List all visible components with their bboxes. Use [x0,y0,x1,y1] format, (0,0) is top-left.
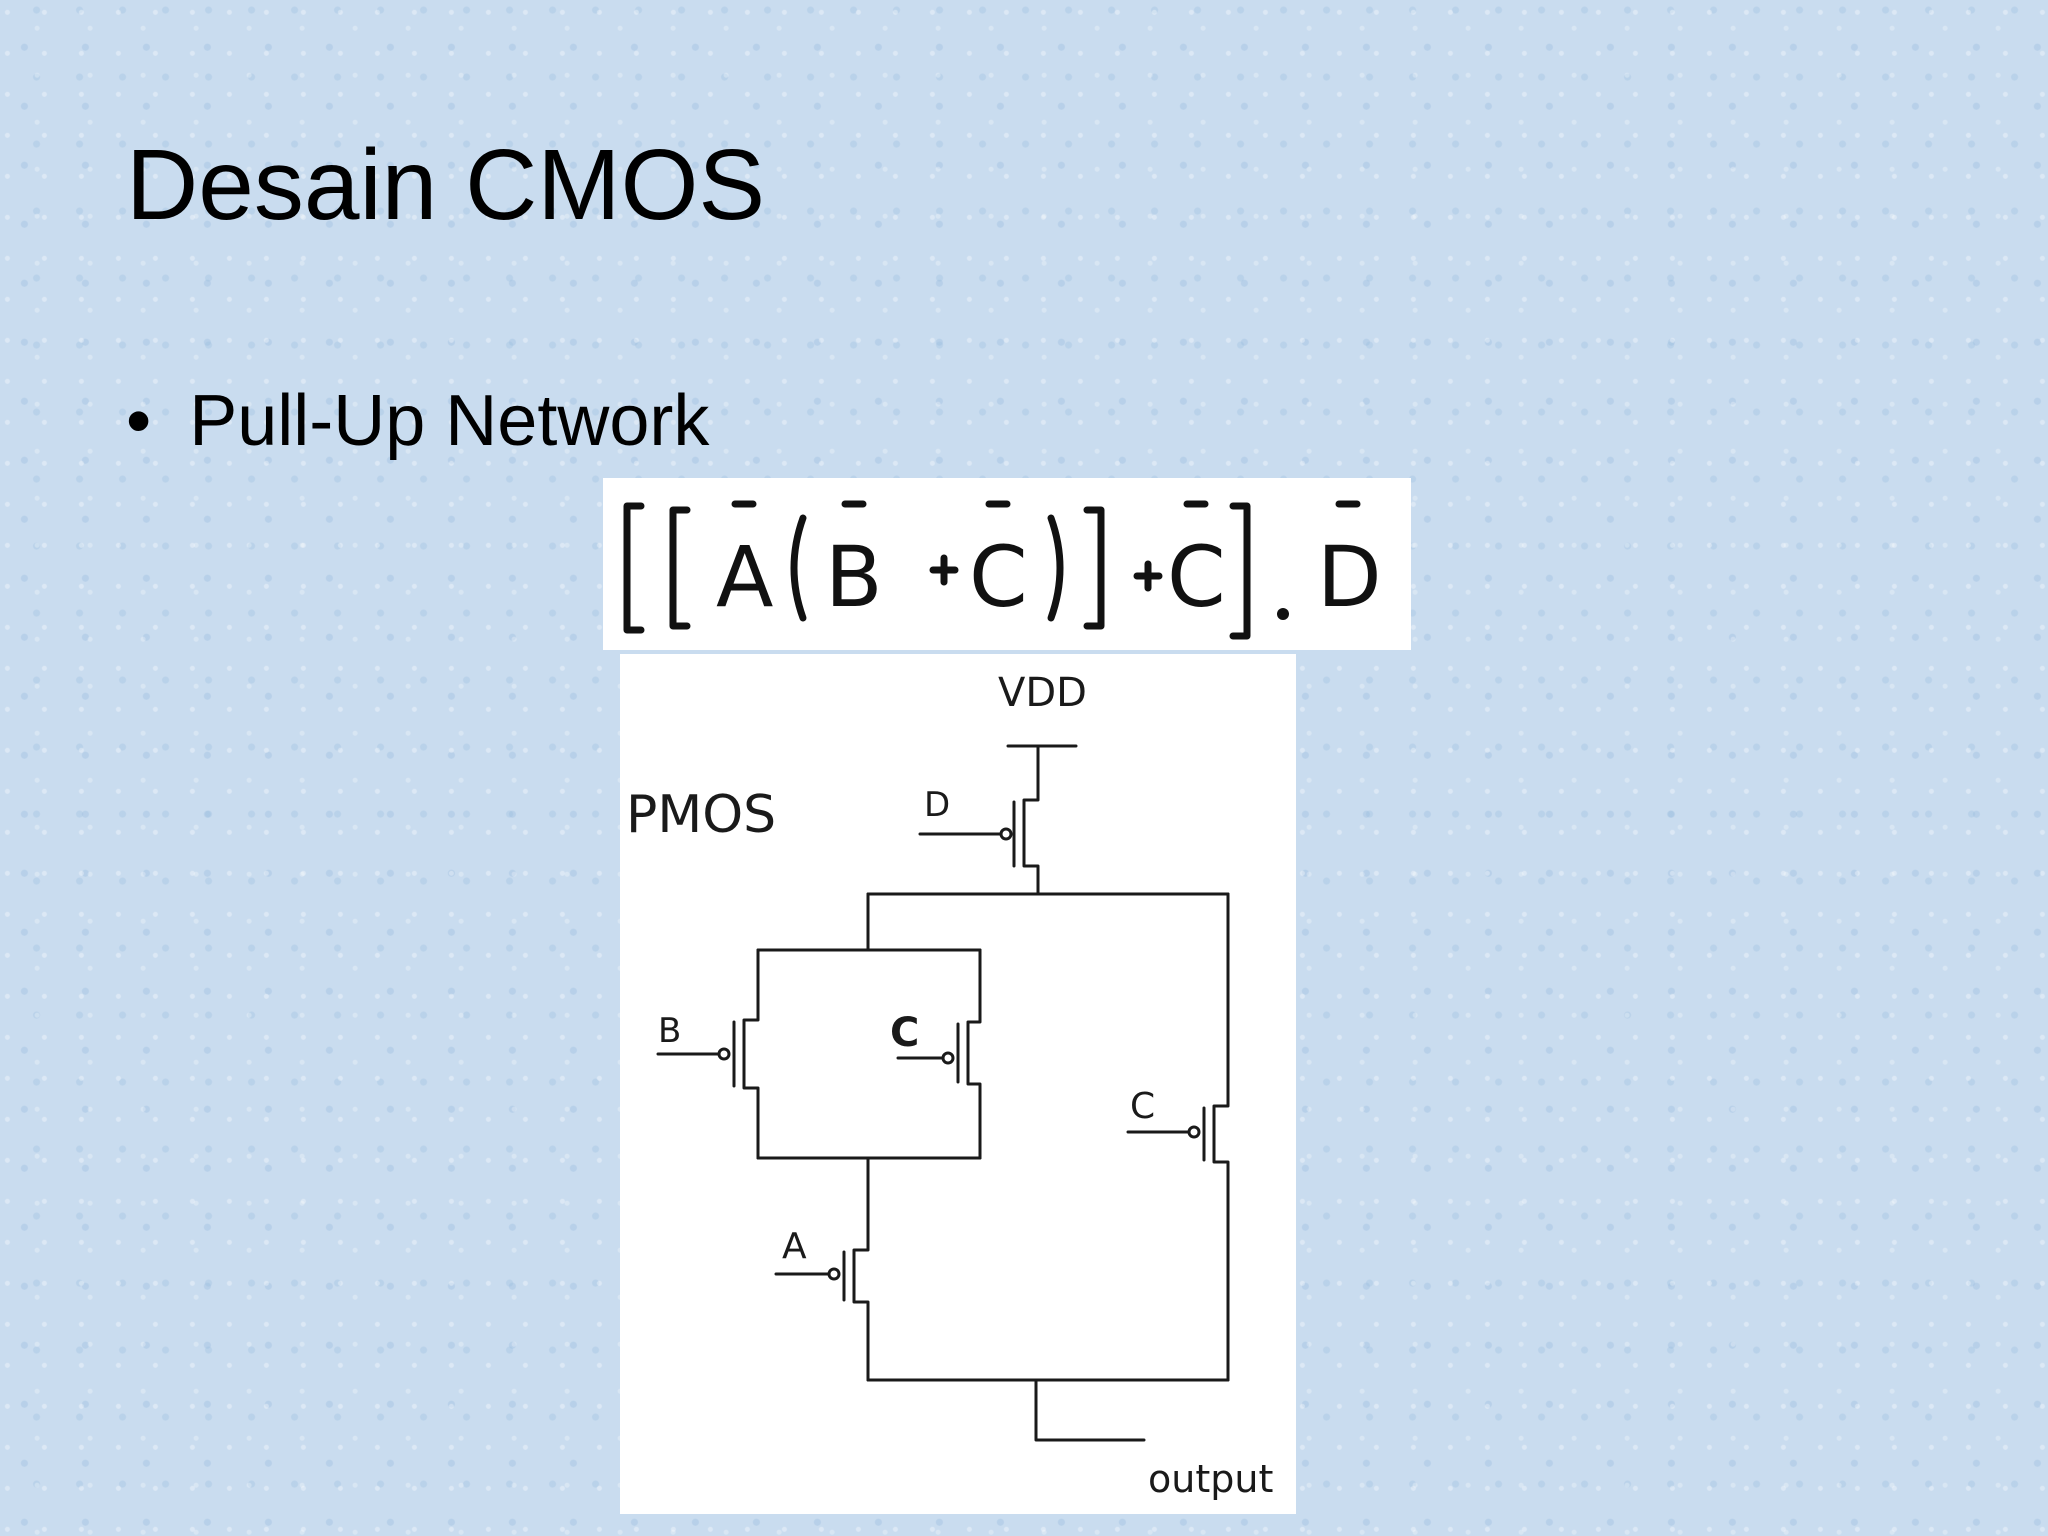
transistor-c1-channel [966,948,982,1160]
transistor-c1-bubble [941,1051,955,1065]
transistor-d-channel [1022,744,1040,896]
transistor-c2-bubble [1187,1125,1201,1139]
schematic-svg: VDD PMOS D B C C A output [626,670,1273,1501]
left-paren [790,514,807,622]
bullet-dot-icon: • [126,381,152,461]
transistor-c1-label: C [890,1010,919,1056]
formula-term-c1: C [969,528,1028,626]
output-wire [1034,1378,1146,1442]
outer-right-bracket [1229,502,1251,640]
boolean-expression-svg: A B C C D [623,500,1382,640]
formula-term-b: B [825,528,883,626]
pmos-label: PMOS [626,785,776,845]
and-dot [1277,608,1289,620]
outer-left-bracket [623,502,645,634]
bullet-text: Pull-Up Network [189,381,710,461]
transistor-a-label: A [782,1226,807,1267]
formula-term-a: A [716,528,773,626]
transistor-c2-channel [1212,892,1230,1382]
transistor-a-channel [852,1240,870,1382]
vdd-label: VDD [998,670,1087,716]
transistor-d-label: D [924,785,950,825]
transistor-b-bubble [717,1047,731,1061]
slide-title: Desain CMOS [126,129,766,241]
plus-sign-1 [929,554,959,586]
right-paren [1047,514,1064,622]
plus-sign-2 [1133,560,1163,592]
inner-left-bracket [669,506,691,630]
formula-term-c2: C [1167,528,1226,626]
transistor-b-channel [742,948,760,1160]
transistor-d-bubble [999,827,1013,841]
pull-up-schematic: VDD PMOS D B C C A output [620,654,1296,1514]
boolean-expression-image: A B C C D [603,478,1411,650]
transistor-c2-label: C [1130,1086,1155,1127]
transistor-a-bubble [827,1267,841,1281]
formula-term-d: D [1317,528,1382,626]
output-label: output [1148,1457,1273,1501]
bullet-item: • Pull-Up Network [126,381,710,461]
transistor-b-label: B [658,1011,681,1051]
inner-right-bracket [1083,506,1105,630]
